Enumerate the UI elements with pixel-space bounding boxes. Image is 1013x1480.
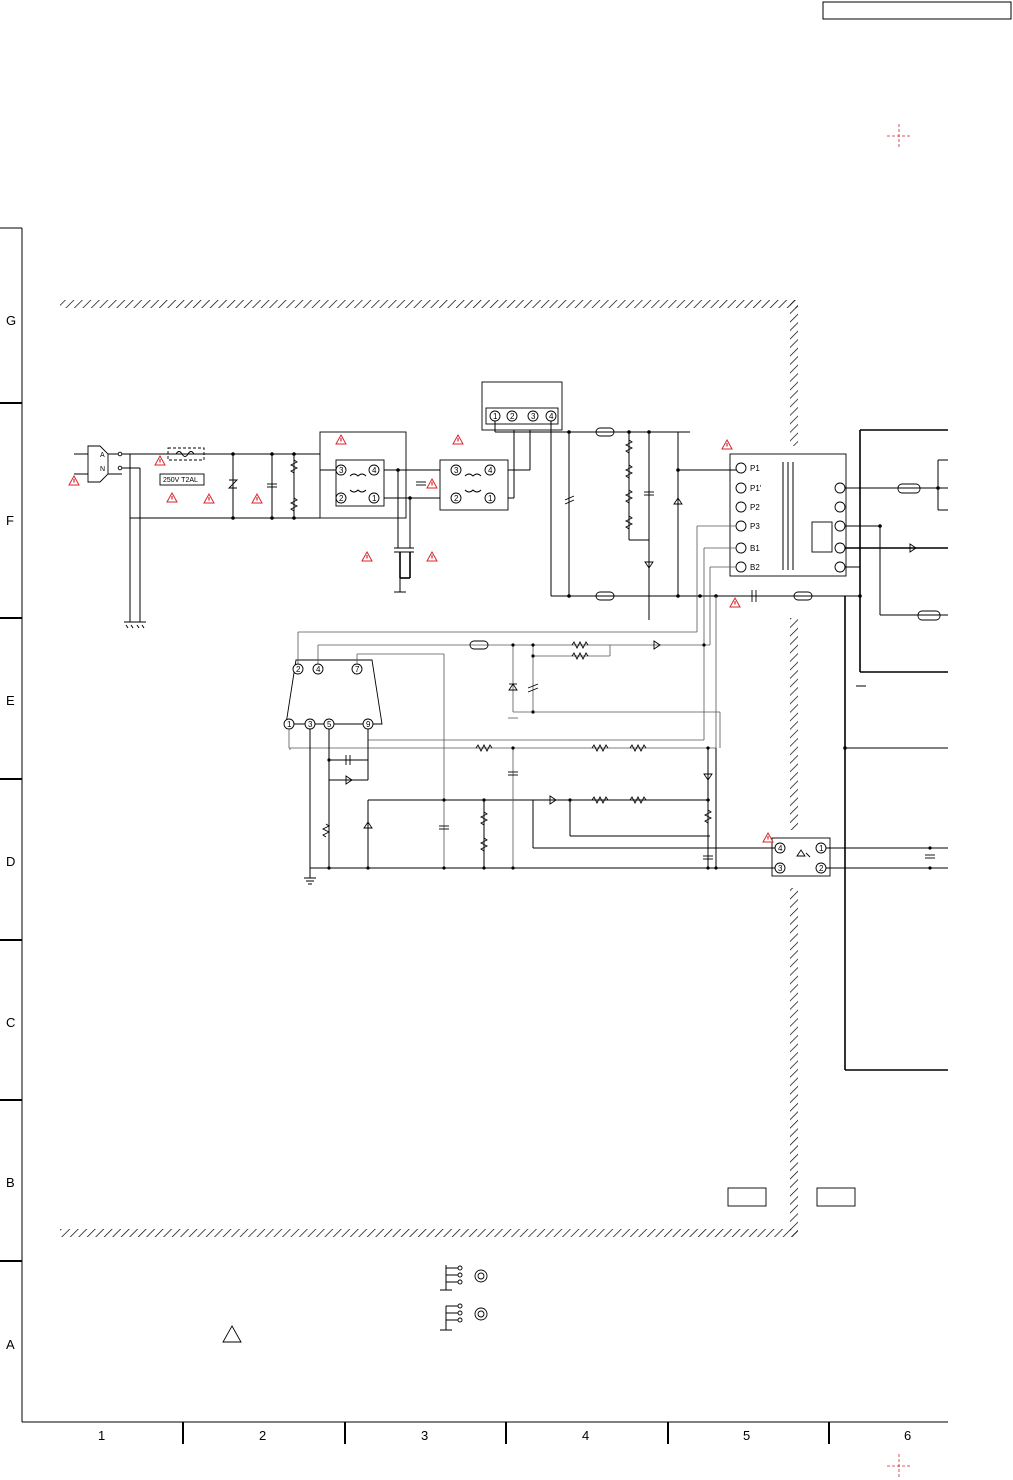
- warning-triangle-icon: [452, 433, 464, 445]
- svg-text:2: 2: [510, 412, 515, 421]
- svg-text:P1: P1: [750, 464, 760, 473]
- row-label: G: [6, 313, 16, 328]
- svg-text:5: 5: [327, 720, 332, 729]
- row-labels: G F E D C B A: [6, 313, 16, 1352]
- warning-triangle-icon: [203, 492, 215, 504]
- svg-text:4: 4: [316, 665, 321, 674]
- svg-text:1: 1: [287, 720, 292, 729]
- line-filter-2: 3 4 2 1: [439, 430, 531, 511]
- svg-text:2: 2: [819, 864, 824, 873]
- svg-text:3: 3: [339, 466, 344, 475]
- column-label: 2: [259, 1428, 266, 1443]
- column-label: 4: [582, 1428, 589, 1443]
- svg-text:P1': P1': [750, 484, 762, 493]
- svg-text:2: 2: [454, 494, 459, 503]
- bridge-rectifier: 1 2 3 4: [481, 381, 690, 596]
- svg-text:B1: B1: [750, 544, 760, 553]
- row-label: E: [6, 693, 15, 708]
- svg-text:7: 7: [355, 665, 360, 674]
- warning-triangle-icon: [154, 454, 166, 466]
- bulk-filter: [551, 427, 738, 620]
- switching-transformer: P1 P1' P2 P3 B1 B2: [729, 453, 847, 577]
- svg-text:2: 2: [339, 494, 344, 503]
- warning-triangle-icon: [426, 550, 438, 562]
- registration-mark-icon: [887, 124, 911, 148]
- svg-text:3: 3: [778, 864, 783, 873]
- plug-pin-label: N: [100, 466, 105, 473]
- svg-text:3: 3: [454, 466, 459, 475]
- svg-text:P2: P2: [750, 503, 760, 512]
- warning-triangle-icon: [721, 438, 733, 450]
- svg-text:1: 1: [372, 494, 377, 503]
- column-label: 6: [904, 1428, 911, 1443]
- header-box: [822, 1, 1012, 20]
- svg-text:B2: B2: [750, 563, 760, 572]
- warning-triangle-icon: [426, 477, 438, 489]
- svg-text:P3: P3: [750, 522, 760, 531]
- warning-triangle-icon: [68, 474, 80, 486]
- svg-text:2: 2: [296, 665, 301, 674]
- photocoupler: 4 1 3 2: [771, 837, 948, 877]
- secondary-wiring: [843, 429, 948, 1071]
- svg-text:4: 4: [778, 844, 783, 853]
- column-labels: 1 2 3 4 5 6: [98, 1428, 911, 1443]
- svg-text:1: 1: [819, 844, 824, 853]
- warning-triangle-icon: [251, 492, 263, 504]
- line-filter-1: 3 4 2 1: [319, 431, 440, 519]
- warning-triangle-icon: [166, 491, 178, 503]
- ground-symbol-legend: [440, 1265, 488, 1331]
- row-label: C: [6, 1015, 15, 1030]
- row-label: B: [6, 1175, 15, 1190]
- warning-triangle-icon: [335, 433, 347, 445]
- caution-triangle-icon: [222, 1325, 242, 1343]
- hot-area-boundary: [60, 300, 798, 1237]
- warning-triangle-icon: [361, 550, 373, 562]
- warning-triangle-icon: [762, 831, 774, 843]
- label-box: [727, 1187, 767, 1207]
- ic-wiring: [288, 525, 736, 868]
- svg-text:1: 1: [493, 412, 498, 421]
- line-filter-components: [227, 452, 299, 520]
- svg-text:4: 4: [549, 412, 554, 421]
- svg-text:4: 4: [488, 466, 493, 475]
- control-ic: 2 4 7 1 3 5 9: [283, 659, 383, 730]
- fuse: 250V T2AL: [159, 447, 205, 486]
- plug-pin-label: A: [100, 452, 105, 459]
- row-label: F: [6, 513, 14, 528]
- column-label: 1: [98, 1428, 105, 1443]
- ground-icon: [124, 600, 146, 629]
- label-box: [816, 1187, 856, 1207]
- svg-text:3: 3: [531, 412, 536, 421]
- drawing-frame: [0, 227, 948, 1444]
- column-label: 3: [421, 1428, 428, 1443]
- column-label: 5: [743, 1428, 750, 1443]
- fuse-rating: 250V T2AL: [163, 477, 198, 484]
- warning-triangle-icon: [729, 596, 741, 608]
- ac-plug: A N: [74, 445, 320, 600]
- registration-mark-icon: [887, 1454, 911, 1478]
- feedback-circuit: [304, 729, 782, 885]
- svg-text:9: 9: [366, 720, 371, 729]
- svg-text:4: 4: [372, 466, 377, 475]
- y-capacitors: [394, 468, 426, 593]
- svg-text:1: 1: [488, 494, 493, 503]
- row-label: D: [6, 854, 15, 869]
- aux-circuit: [508, 640, 721, 748]
- primary-return: [698, 590, 860, 602]
- row-label: A: [6, 1337, 15, 1352]
- svg-text:3: 3: [308, 720, 313, 729]
